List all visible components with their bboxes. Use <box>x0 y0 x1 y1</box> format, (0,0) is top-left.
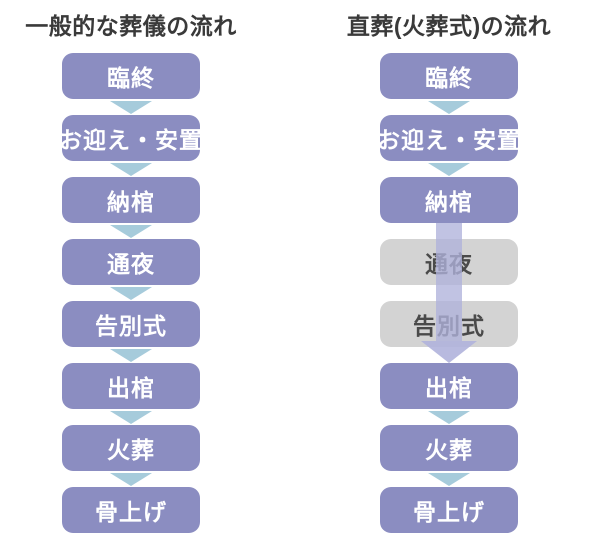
column-title-direct: 直葬(火葬式)の流れ <box>346 13 552 39</box>
flow-node-omukae-anchi: お迎え・安置 <box>59 115 202 161</box>
down-arrow-icon <box>110 348 152 362</box>
column-title-general: 一般的な葬儀の流れ <box>25 13 237 39</box>
down-arrow-icon <box>110 100 152 114</box>
flow-steps-general: 臨終 お迎え・安置 納棺 通夜 告別式 出棺 火葬 骨上げ <box>59 53 202 533</box>
down-arrow-icon <box>428 410 470 424</box>
flow-node-shukkan: 出棺 <box>62 363 200 409</box>
flow-node-nokan: 納棺 <box>62 177 200 223</box>
flow-node-kaso: 火葬 <box>62 425 200 471</box>
column-direct-cremation: 直葬(火葬式)の流れ 臨終 お迎え・安置 納棺 通夜 告別式 出棺 火葬 骨上げ <box>342 12 556 533</box>
down-arrow-icon <box>428 162 470 176</box>
flow-node-tsuya-skipped: 通夜 <box>380 239 518 285</box>
column-general-funeral: 一般的な葬儀の流れ 臨終 お迎え・安置 納棺 通夜 告別式 出棺 火葬 骨上げ <box>24 12 238 533</box>
flow-node-kokubetsushiki-skipped: 告別式 <box>380 301 518 347</box>
flow-node-tsuya: 通夜 <box>62 239 200 285</box>
flow-node-omukae-anchi: お迎え・安置 <box>377 115 520 161</box>
down-arrow-icon <box>110 286 152 300</box>
flow-node-rinju: 臨終 <box>62 53 200 99</box>
down-arrow-icon <box>110 224 152 238</box>
down-arrow-icon <box>428 100 470 114</box>
down-arrow-icon <box>428 472 470 486</box>
flow-node-nokan: 納棺 <box>380 177 518 223</box>
down-arrow-icon <box>110 162 152 176</box>
flow-steps-direct: 臨終 お迎え・安置 納棺 通夜 告別式 出棺 火葬 骨上げ <box>377 53 520 533</box>
flow-node-kokubetsushiki: 告別式 <box>62 301 200 347</box>
down-arrow-icon <box>110 472 152 486</box>
flow-node-kotsuage: 骨上げ <box>62 487 200 533</box>
flow-node-rinju: 臨終 <box>380 53 518 99</box>
down-arrow-icon <box>110 410 152 424</box>
flow-node-kaso: 火葬 <box>380 425 518 471</box>
flow-node-shukkan: 出棺 <box>380 363 518 409</box>
flow-node-kotsuage: 骨上げ <box>380 487 518 533</box>
